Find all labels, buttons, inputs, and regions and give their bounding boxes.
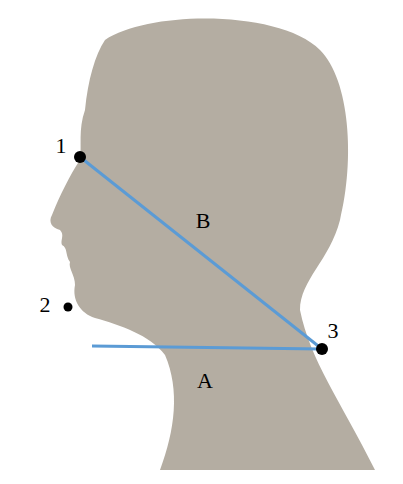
landmark-dot [74,151,86,163]
landmark-dot [316,343,328,355]
line-label: B [196,210,211,232]
callout-number: 1 [56,135,67,157]
measure-line-a [92,346,322,349]
line-label: A [197,370,213,392]
callout-number: 2 [40,294,51,316]
head-silhouette [50,19,375,470]
landmark-dot [64,303,73,312]
measure-line-b [80,157,322,349]
callout-number: 3 [328,320,339,342]
